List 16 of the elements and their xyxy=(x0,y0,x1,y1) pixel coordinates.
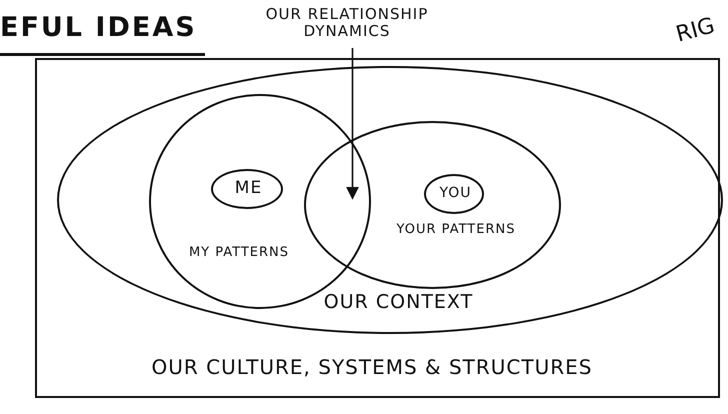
region-label: YOU xyxy=(439,186,472,201)
arrow xyxy=(346,48,359,200)
region-label: ME xyxy=(234,178,262,198)
region-label: OUR CONTEXT xyxy=(324,292,474,312)
ellipse-region xyxy=(210,168,282,208)
cut-off-text: RIG xyxy=(673,13,718,48)
region-label: YOUR PATTERNS xyxy=(396,223,516,238)
ellipse-region xyxy=(304,121,561,289)
frame-box xyxy=(35,58,720,398)
ellipse-region xyxy=(149,94,371,309)
region-label: MY PATTERNS xyxy=(188,246,290,260)
title: EFUL IDEAS xyxy=(0,12,205,56)
region-label: OUR CULTURE, SYSTEMS & STRUCTURES xyxy=(152,356,592,378)
ellipse-region xyxy=(56,66,722,334)
region-label: OUR RELATIONSHIP DYNAMICS xyxy=(264,6,430,39)
ellipse-region xyxy=(424,174,484,214)
